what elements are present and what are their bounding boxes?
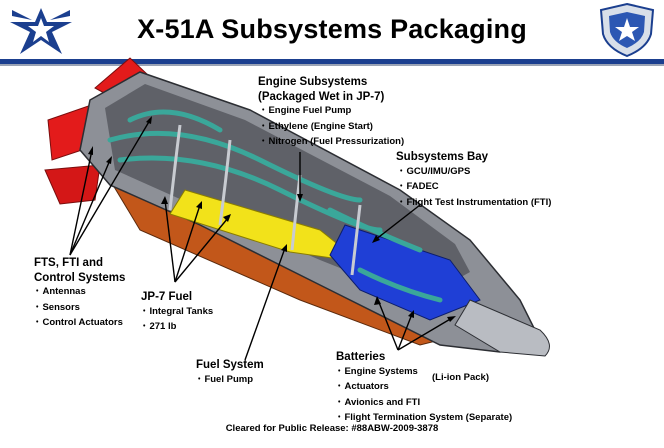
callout-subsystems-bay: Subsystems Bay GCU/IMU/GPS FADEC Flight … — [396, 150, 551, 211]
callout-jp7-fuel: JP-7 Fuel Integral Tanks 271 lb — [141, 290, 213, 336]
leader-jp7-3 — [174, 217, 229, 283]
afrl-shield-icon — [599, 2, 655, 58]
callout-fuel-system: Fuel System Fuel Pump — [196, 358, 264, 388]
leader-batteries-1 — [377, 299, 399, 351]
list-item: Nitrogen (Fuel Pressurization) — [262, 135, 404, 151]
nose-cone — [454, 299, 550, 357]
leader-fuel — [244, 247, 286, 361]
list-item: Antennas — [36, 285, 125, 301]
release-footer: Cleared for Public Release: #88ABW-2009-… — [225, 423, 439, 434]
callout-engine-subsystems: Engine Subsystems (Packaged Wet in JP-7)… — [258, 75, 404, 151]
leader-jp7-1 — [164, 199, 176, 283]
title-rule-shadow — [0, 64, 664, 66]
list-item: Avionics and FTI — [338, 396, 512, 412]
callout-batteries: Batteries Engine Systems Actuators Avion… — [336, 350, 512, 427]
title-rule — [0, 59, 664, 64]
callout-heading: Subsystems Bay — [396, 151, 489, 163]
fuel-tank — [169, 189, 362, 263]
list-item: Flight Test Instrumentation (FTI) — [400, 196, 551, 212]
air-force-wings-icon — [10, 8, 72, 54]
list-item: Fuel Pump — [198, 373, 264, 389]
subsystems-bay — [329, 224, 481, 321]
list-item: Actuators — [338, 380, 512, 396]
list-item: GCU/IMU/GPS — [400, 165, 551, 181]
callout-heading: FTS, FTI and — [34, 257, 103, 269]
list-item: FADEC — [400, 180, 551, 196]
leader-batteries-3 — [397, 317, 453, 351]
callout-heading: Engine Subsystems — [258, 76, 368, 88]
list-item: Engine Fuel Pump — [262, 104, 404, 120]
list-item: Flight Termination System (Separate) — [338, 411, 512, 427]
list-item: Integral Tanks — [143, 305, 213, 321]
page-title: X-51A Subsystems Packaging — [137, 14, 527, 44]
callout-heading: (Packaged Wet in JP-7) — [258, 90, 385, 103]
tubing — [107, 109, 443, 303]
callout-heading: Control Systems — [34, 271, 126, 284]
callout-heading: Fuel System — [196, 359, 264, 371]
leader-fts-2 — [69, 159, 111, 256]
batteries-note: (Li-ion Pack) — [432, 372, 490, 383]
list-item: Ethylene (Engine Start) — [262, 120, 404, 136]
leader-batteries-2 — [397, 313, 413, 351]
lower-fin — [44, 164, 101, 205]
list-item: Control Actuators — [36, 316, 125, 332]
callout-heading: JP-7 Fuel — [141, 291, 193, 303]
leader-jp7-2 — [174, 204, 201, 283]
list-item: Sensors — [36, 301, 125, 317]
list-item: 271 lb — [143, 320, 213, 336]
callout-heading: Batteries — [336, 351, 386, 363]
callout-fts-fti-control: FTS, FTI and Control Systems Antennas Se… — [34, 256, 125, 332]
leader-fts-3 — [69, 149, 93, 256]
list-item: Engine Systems — [338, 365, 512, 381]
leader-fts-1 — [69, 119, 151, 256]
